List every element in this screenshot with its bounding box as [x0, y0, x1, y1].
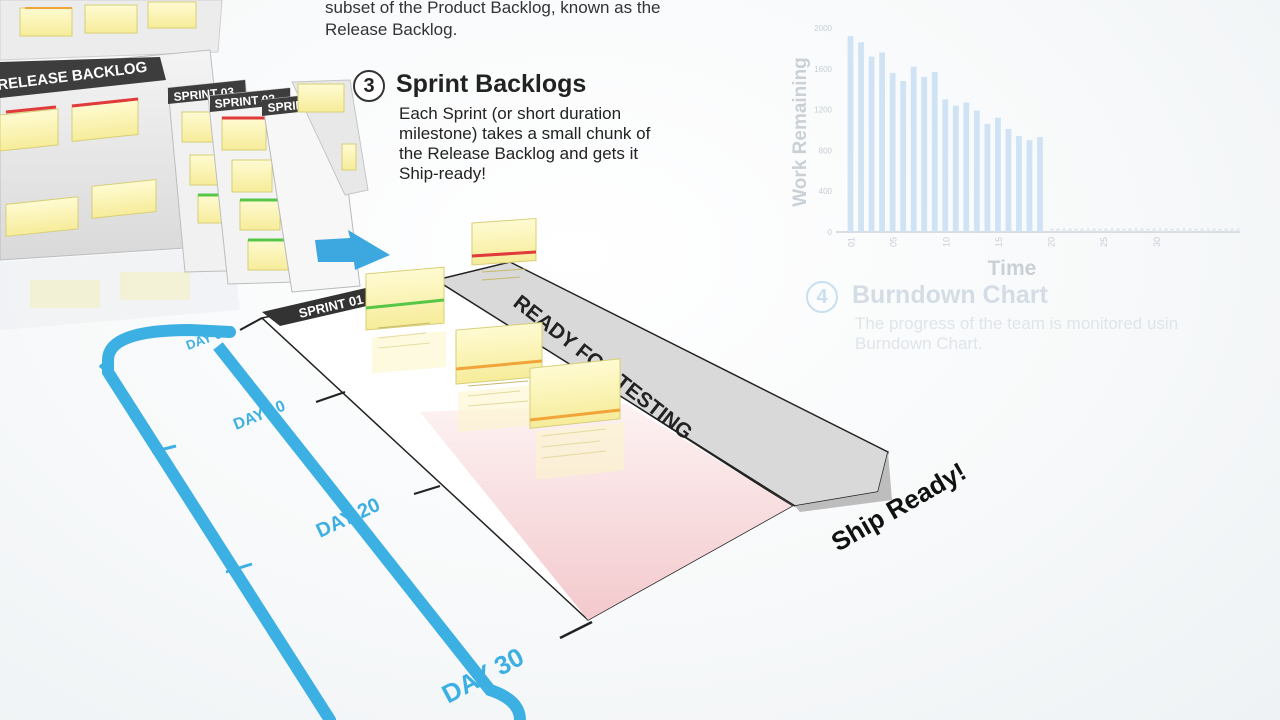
burndown-bar [1037, 137, 1043, 232]
y-tick-label: 0 [828, 228, 833, 237]
y-tick-label: 2000 [814, 24, 832, 33]
step-description: The progress of the team is monitored us… [855, 314, 1280, 354]
backlog-card [5, 196, 79, 237]
step-number-badge: 3 [353, 70, 385, 102]
x-tick-label: 05 [889, 237, 899, 247]
description-line: Ship-ready! [399, 164, 486, 183]
y-tick-label: 400 [819, 187, 833, 196]
description-line: The progress of the team is monitored us… [855, 314, 1179, 333]
x-axis-label: Time [988, 257, 1037, 280]
burndown-bar [879, 52, 885, 233]
x-tick-label: 01 [847, 237, 857, 247]
board-card-ready [471, 217, 537, 281]
chart-bars [847, 36, 1240, 233]
burndown-bar [868, 56, 875, 233]
x-tick-label: 15 [994, 237, 1004, 247]
y-tick-label: 1200 [814, 106, 832, 115]
description-line: Burndown Chart. [855, 334, 983, 353]
step-number-badge: 4 [806, 281, 838, 313]
sprint-panel-label: SPRINT 02 [214, 92, 276, 111]
x-tick-label: 25 [1099, 237, 1109, 247]
step-title: Sprint Backlogs [396, 70, 587, 98]
backlog-card [84, 4, 138, 34]
burndown-bar [1016, 136, 1022, 232]
x-tick-label: 10 [941, 237, 951, 247]
burndown-bar [900, 81, 907, 232]
description-line: the Release Backlog and gets it [399, 144, 639, 163]
burndown-bar [984, 123, 991, 232]
burndown-bar [1005, 128, 1012, 232]
x-tick-labels: 01 05 10 15 20 25 30 [847, 237, 1162, 247]
intro-line: Release Backlog. [325, 20, 458, 39]
burndown-bar [995, 117, 1001, 232]
board-card-orange-1 [455, 322, 544, 432]
y-tick-labels: 0 400 800 1200 1600 2000 [814, 24, 832, 237]
burndown-bar [973, 110, 980, 232]
intro-line: subset of the Product Backlog, known as … [325, 0, 661, 17]
sprint-timeline-loop [98, 323, 526, 720]
step-description: Each Sprint (or short duration milestone… [399, 104, 699, 184]
x-tick-label: 30 [1152, 237, 1162, 247]
y-tick-label: 800 [819, 146, 833, 155]
burndown-bar [921, 76, 928, 233]
description-line: milestone) takes a small chunk of [399, 124, 651, 143]
burndown-bar [910, 66, 917, 232]
intro-text: subset of the Product Backlog, known as … [325, 0, 745, 41]
backlog-card [71, 97, 139, 142]
burndown-bar [952, 105, 959, 232]
sprint-board: SPRINT 01 READY FOR TESTING Ship Ready! [239, 217, 971, 640]
burndown-bar [889, 72, 896, 232]
burndown-bar [931, 71, 938, 232]
burndown-bar [942, 99, 949, 233]
backlog-card [91, 179, 157, 219]
backlog-card [0, 108, 59, 152]
y-axis-label: Work Remaining [790, 57, 811, 207]
backlog-card [147, 1, 197, 29]
board-card-green [365, 266, 446, 374]
description-line: Each Sprint (or short duration [399, 104, 622, 123]
burndown-bar [1026, 140, 1033, 232]
board-card-orange-2 [529, 358, 624, 480]
burndown-chart: 0 400 800 1200 1600 2000 01 05 10 15 20 25 30 Work … [790, 24, 1240, 280]
y-tick-label: 1600 [814, 65, 832, 74]
burndown-bar [847, 36, 854, 232]
step-title: Burndown Chart [852, 281, 1048, 309]
product-backlog-panel [0, 0, 223, 61]
backlog-card [19, 7, 73, 37]
burndown-bar [963, 102, 970, 233]
x-tick-label: 20 [1047, 237, 1057, 247]
burndown-bar [858, 42, 864, 232]
transfer-arrow-icon [315, 230, 390, 270]
